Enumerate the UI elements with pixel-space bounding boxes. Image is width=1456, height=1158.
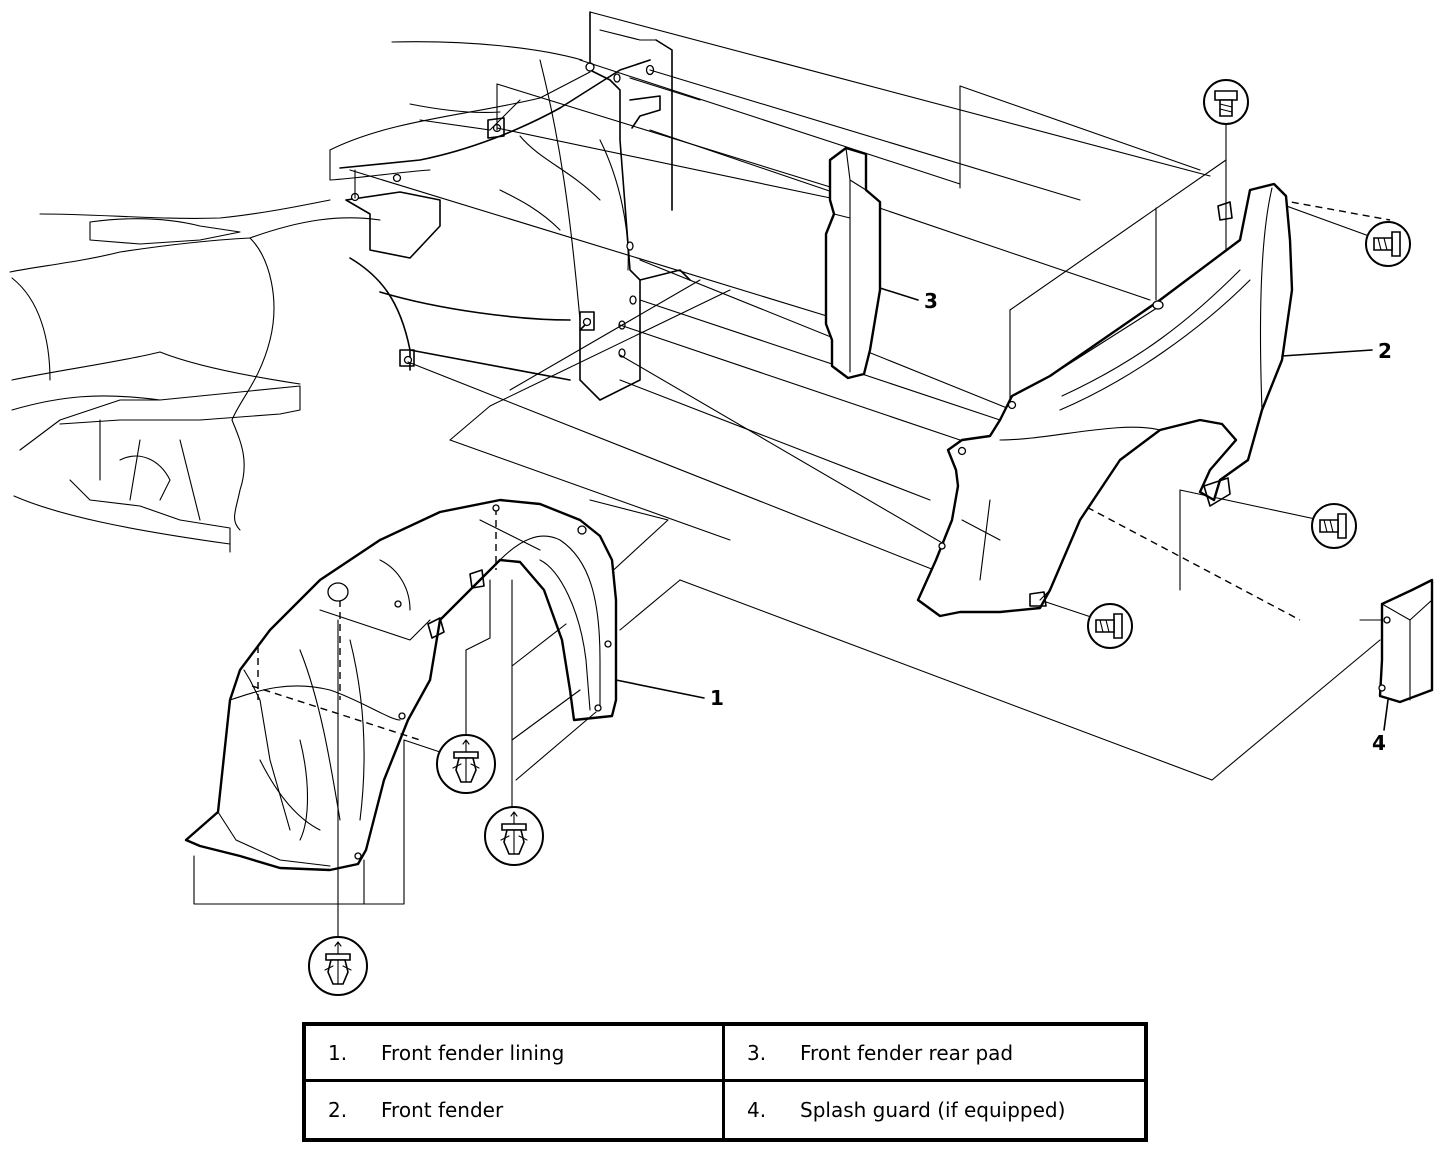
legend-number: 3. [747, 1040, 767, 1065]
front-fender-lining [184, 498, 618, 872]
clip-icon [484, 806, 544, 866]
lining-leader-lines [193, 579, 597, 941]
clip-icon [436, 734, 496, 794]
legend-number: 4. [747, 1098, 767, 1122]
legend-number: 2. [328, 1098, 348, 1122]
vehicle-body-structure [9, 11, 691, 553]
callout-3: 3 [924, 289, 938, 313]
front-fender-rear-pad [824, 146, 882, 380]
legend-label: Front fender rear pad [800, 1040, 1014, 1065]
callout-4: 4 [1372, 731, 1386, 755]
legend-label: Splash guard (if equipped) [800, 1098, 1066, 1122]
legend-item: 3. Front fender rear pad [725, 1026, 1144, 1082]
bolt-icon [1365, 221, 1411, 267]
callout-leaders [615, 287, 1389, 731]
front-fender [916, 182, 1294, 618]
bolt-icon [1087, 603, 1133, 649]
callout-1: 1 [710, 686, 724, 710]
bolt-icon [1203, 79, 1249, 125]
legend-label: Front fender lining [381, 1040, 565, 1065]
legend-item: 2. Front fender [306, 1082, 725, 1138]
legend-number: 1. [328, 1040, 348, 1065]
parts-legend: 1. Front fender lining 3. Front fender r… [302, 1022, 1148, 1142]
legend-item: 1. Front fender lining [306, 1026, 725, 1082]
legend-label: Front fender [381, 1098, 504, 1122]
exploded-view-diagram: 1 2 3 4 [9, 11, 1434, 996]
legend-item: 4. Splash guard (if equipped) [725, 1082, 1144, 1138]
callout-2: 2 [1378, 339, 1392, 363]
bolt-icon [1311, 503, 1357, 549]
clip-icon [308, 936, 368, 996]
splash-guard [1378, 578, 1434, 704]
